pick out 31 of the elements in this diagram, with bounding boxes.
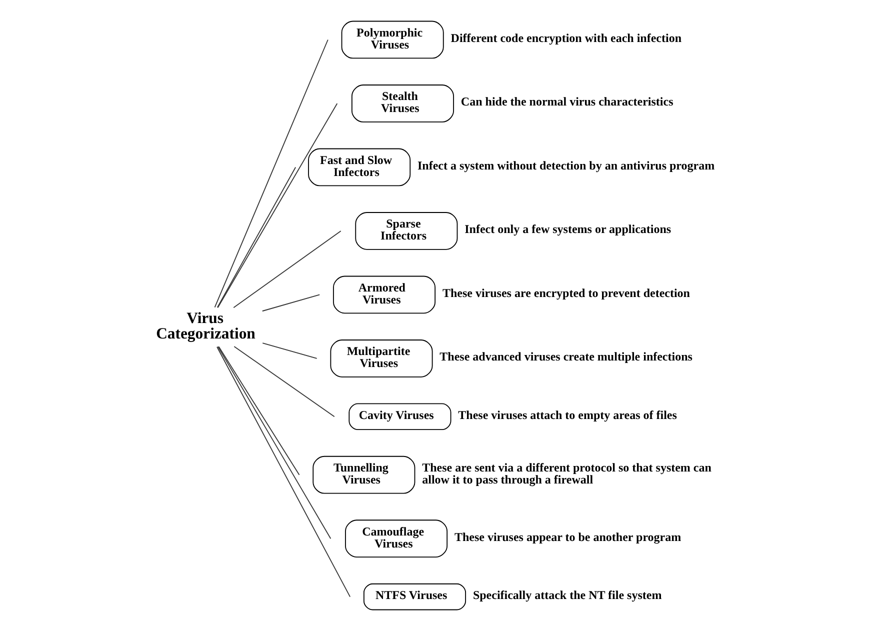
node-label: Infect a system without detection by an antivirus program	[417, 158, 714, 172]
node-label: These are sent via a different protocol so that system can allow it to pass through a firewall	[422, 460, 711, 487]
node-label: These advanced viruses create multiple infections	[439, 350, 692, 364]
node-label: These viruses are encrypted to prevent detection	[442, 286, 690, 300]
node-box: Tunnelling Viruses	[312, 456, 415, 494]
node-text: Virus Categorization	[156, 310, 255, 343]
node-label: Infect only a few systems or applications	[464, 222, 671, 236]
node-label: Different code encryption with each infection	[450, 30, 682, 45]
node-box: Sparse Infectors	[354, 212, 458, 250]
connector	[216, 166, 296, 308]
node-box: Armored Viruses	[332, 276, 436, 314]
node-label: Can hide the normal virus characteristics	[460, 94, 673, 109]
node-label: These viruses attach to empty areas of files	[458, 408, 676, 422]
node-label: These viruses appear to be another program	[454, 530, 681, 544]
node-box: Stealth Viruses	[350, 84, 454, 122]
connector	[262, 342, 317, 359]
connector	[232, 230, 341, 308]
connector	[216, 103, 338, 308]
node-box: Polymorphic Viruses	[340, 20, 444, 59]
node-box: NTFS Viruses	[362, 583, 466, 610]
connector	[214, 39, 328, 308]
node-label: Specifically attack the NT file system	[472, 588, 662, 602]
node-box: Fast and Slow Infectors	[308, 148, 410, 186]
connector	[233, 346, 334, 418]
connector	[218, 346, 300, 476]
connector	[216, 346, 331, 540]
node-box: Multipartite Viruses	[330, 340, 432, 378]
connector	[261, 294, 320, 312]
connector	[216, 346, 350, 598]
node-box: Cavity Viruses	[348, 403, 451, 430]
node-box: Camouflage Viruses	[344, 520, 448, 558]
